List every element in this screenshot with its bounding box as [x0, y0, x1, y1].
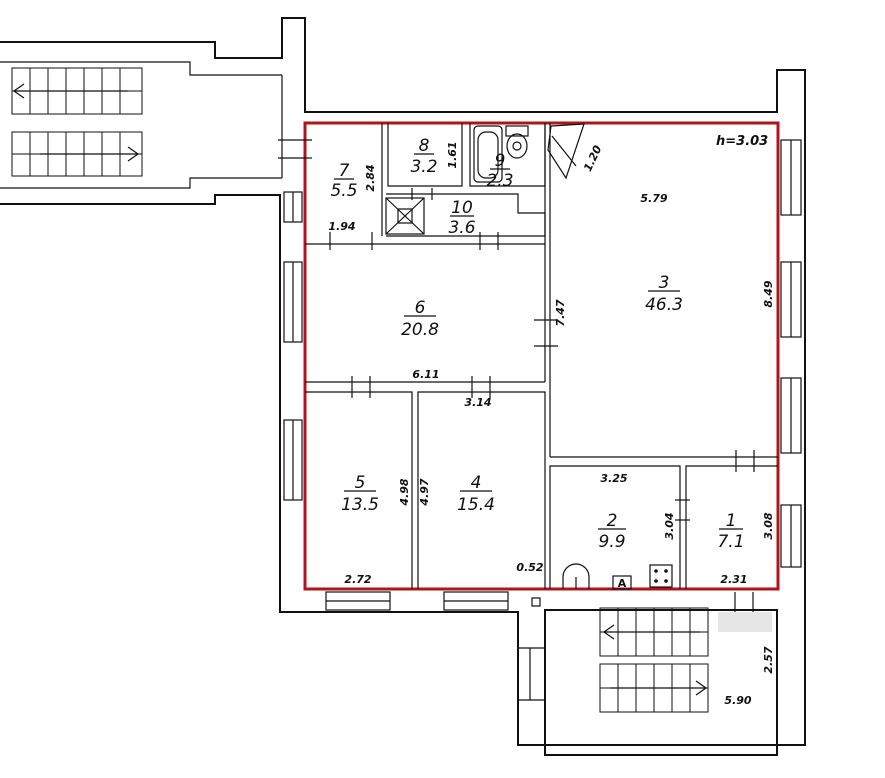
room-area: 2.3: [486, 171, 513, 191]
apartment-boundary: [303, 121, 780, 591]
stair-arrow-icon: [40, 146, 140, 162]
fixtures: A: [385, 123, 673, 590]
room-number: 2: [607, 511, 618, 531]
left-stairs: [11, 67, 143, 177]
dim-3-04: 3.04: [663, 512, 676, 539]
room-number: 6: [415, 298, 426, 318]
room-1-label: 1 7.1: [717, 511, 744, 552]
dimension-labels: 2.84 1.94 1.61 1.20 5.79 8.49 7.47 6.11 …: [328, 141, 775, 707]
dim-4-97: 4.97: [418, 478, 431, 506]
dim-2-31: 2.31: [720, 573, 747, 586]
room-2-label: 2 9.9: [598, 511, 626, 552]
room-number: 5: [355, 473, 366, 493]
room-area: 46.3: [645, 295, 683, 315]
room-area: 5.5: [330, 181, 357, 201]
sink-icon-kitchen: [562, 563, 590, 589]
dim-1-20: 1.20: [581, 143, 604, 173]
room-number: 9: [495, 151, 506, 171]
room-number: 4: [471, 473, 482, 493]
dim-2-57: 2.57: [762, 646, 775, 673]
room-area: 9.9: [598, 532, 625, 552]
lower-stairs: [599, 607, 772, 713]
dim-0-52: 0.52: [516, 561, 543, 574]
room-number: 3: [659, 273, 670, 293]
room-number: 10: [451, 198, 473, 218]
interior-walls: [278, 123, 778, 612]
building-walls: [0, 17, 806, 756]
dim-1-61: 1.61: [446, 141, 459, 168]
room-labels: 7 5.5 8 3.2 9 2.3 10 3.6 3 46.3 6 20.8: [330, 136, 744, 552]
room-6-label: 6 20.8: [401, 298, 439, 340]
dim-2-72: 2.72: [344, 573, 371, 586]
room-10-label: 10 3.6: [448, 198, 475, 238]
dim-3-14: 3.14: [464, 396, 491, 409]
dim-4-98: 4.98: [398, 478, 411, 506]
dim-5-79: 5.79: [640, 192, 667, 205]
room-area: 3.2: [410, 157, 437, 177]
room-number: 8: [419, 136, 430, 156]
stair-arrow-icon: [12, 83, 128, 99]
room-number: 7: [339, 161, 350, 181]
room-7-label: 7 5.5: [330, 161, 357, 201]
dim-7-47: 7.47: [554, 299, 567, 326]
room-9-label: 9 2.3: [486, 151, 513, 191]
dim-3-25: 3.25: [600, 472, 627, 485]
stair-arrow-icon: [610, 680, 708, 696]
room-area: 15.4: [457, 495, 495, 515]
dim-3-08: 3.08: [762, 512, 775, 539]
sink-icon: [547, 123, 585, 180]
room-area: 20.8: [401, 320, 439, 340]
stair-arrow-icon: [602, 624, 700, 640]
dim-2-84: 2.84: [364, 164, 377, 191]
room-area: 7.1: [717, 532, 744, 552]
toilet-icon: [505, 125, 529, 159]
room-4-label: 4 15.4: [457, 473, 495, 515]
room-8-label: 8 3.2: [410, 136, 437, 177]
dim-8-49: 8.49: [762, 280, 775, 307]
windows: [283, 139, 802, 611]
bathtub-icon: [473, 125, 503, 183]
room-number: 1: [726, 511, 737, 531]
room-area: 13.5: [341, 495, 379, 515]
room-5-label: 5 13.5: [341, 473, 379, 515]
room-area: 3.6: [448, 218, 475, 238]
room-3-label: 3 46.3: [645, 273, 683, 315]
ventilation-shaft-icon: [385, 197, 425, 235]
ceiling-height: h=3.03: [716, 134, 768, 149]
dim-1-94: 1.94: [328, 220, 355, 233]
stove-letter: A: [618, 577, 627, 590]
dim-5-90: 5.90: [724, 694, 751, 707]
stove-icon: A: [612, 564, 673, 590]
dim-6-11: 6.11: [412, 368, 439, 381]
